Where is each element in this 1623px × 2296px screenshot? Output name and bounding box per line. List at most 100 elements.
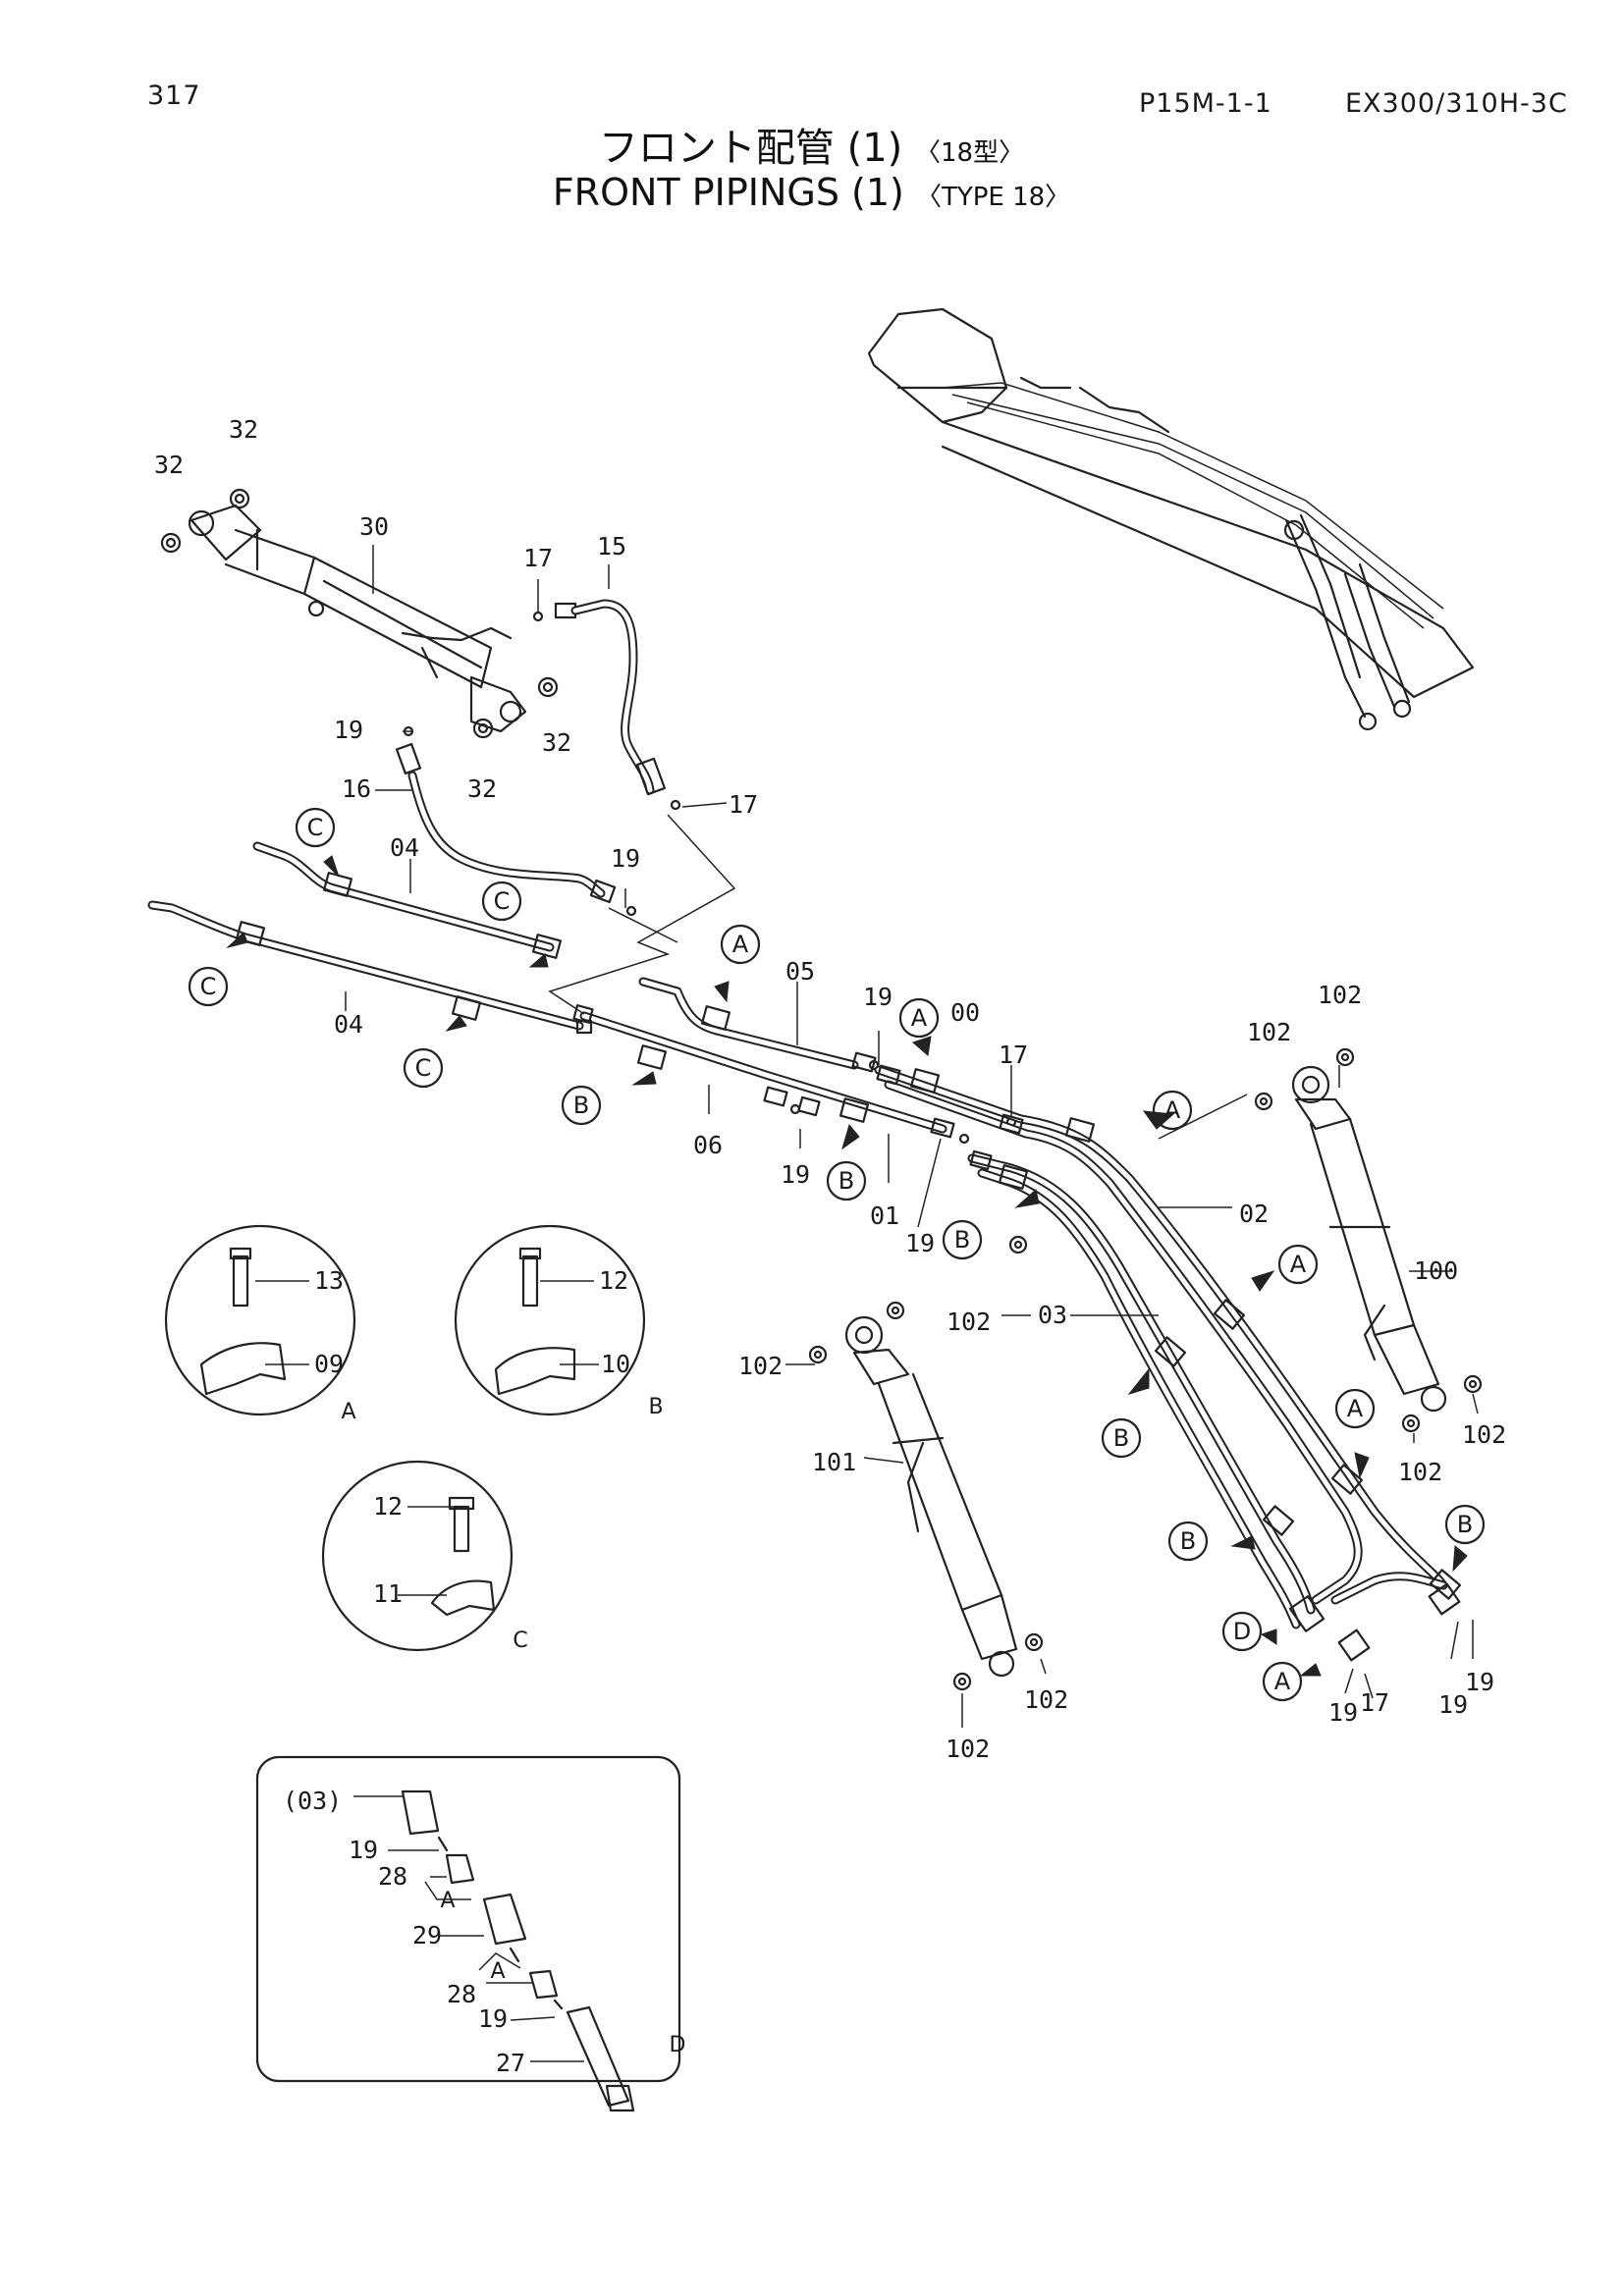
callout-b-3-text: B [954, 1226, 970, 1254]
label-13: 13 [314, 1266, 344, 1295]
detail-d-ref: (03) [283, 1787, 342, 1815]
pipe-04-lower [147, 900, 584, 1031]
label-17-a: 17 [523, 544, 553, 572]
label-102-c: 102 [947, 1308, 991, 1336]
pipe-05 [638, 977, 859, 1070]
leader-hose-16-route [608, 907, 678, 943]
cylinder-30 [188, 504, 527, 733]
callout-b-6: B [1444, 1504, 1486, 1545]
hose-15 [554, 599, 667, 796]
detail-c-letter: C [513, 1629, 527, 1653]
label-05: 05 [785, 957, 815, 986]
callout-a-5-text: A [1347, 1395, 1364, 1422]
callout-c-2-text: C [494, 887, 511, 915]
cylinder-101 [844, 1315, 1018, 1678]
label-00: 00 [950, 998, 980, 1027]
callout-b-1: B [561, 1085, 602, 1126]
label-30: 30 [359, 512, 389, 541]
part-code: P15M-1-1 [1139, 88, 1272, 119]
callout-a-3: A [1152, 1090, 1193, 1131]
label-19-h: 19 [1465, 1668, 1494, 1696]
callout-b-5: B [1167, 1521, 1209, 1562]
end-fittings [1288, 1582, 1461, 1662]
label-102-d: 102 [738, 1352, 783, 1380]
label-03: 03 [1038, 1301, 1067, 1329]
label-32-a: 32 [229, 415, 258, 444]
label-19-b: 19 [611, 844, 640, 873]
label-01: 01 [870, 1201, 899, 1230]
label-102-h: 102 [946, 1735, 990, 1763]
label-11: 11 [373, 1579, 403, 1608]
callout-a-4: A [1277, 1244, 1319, 1285]
leader-lines [255, 545, 1479, 2062]
detail-d-a-2: A [490, 1959, 505, 1984]
label-06: 06 [693, 1131, 723, 1159]
title-jp-main: フロント配管 (1) [598, 126, 903, 171]
pipe-01-03 [967, 1153, 1448, 1629]
label-102-b: 102 [1318, 981, 1362, 1009]
label-32-b: 32 [154, 451, 184, 479]
callout-d-1: D [1221, 1611, 1263, 1652]
label-19-e: 19 [905, 1229, 935, 1257]
callout-d-1-text: D [1233, 1618, 1251, 1645]
label-102-a: 102 [1247, 1018, 1291, 1046]
title-en-main: FRONT PIPINGS (1) [552, 171, 904, 214]
label-102-g: 102 [1024, 1685, 1068, 1714]
label-32-d: 32 [467, 774, 497, 803]
label-19-g: 19 [1438, 1690, 1468, 1719]
label-09: 09 [314, 1350, 344, 1378]
callout-a-2: A [898, 997, 940, 1039]
pipe-06 [579, 1011, 947, 1134]
callout-c-1: C [295, 807, 336, 848]
title-en-type: 〈TYPE 18〉 [915, 183, 1071, 212]
callout-c-2: C [481, 881, 522, 922]
cylinder-100 [1291, 1065, 1447, 1413]
detail-b-letter: B [648, 1395, 663, 1419]
detail-view-c [321, 1460, 514, 1652]
label-04-b: 04 [334, 1010, 363, 1039]
callout-b-2: B [826, 1160, 867, 1201]
callout-a-6-text: A [1274, 1668, 1291, 1695]
callout-arrows [226, 855, 1468, 1677]
title-jp-type: 〈18型〉 [915, 138, 1025, 168]
label-19-f: 19 [1328, 1698, 1358, 1727]
label-102-f: 102 [1398, 1458, 1442, 1486]
label-15: 15 [597, 532, 626, 561]
pipe-fittings [572, 1004, 1024, 1171]
title-english: FRONT PIPINGS (1) 〈TYPE 18〉 [0, 171, 1623, 214]
callout-c-4: C [403, 1047, 444, 1089]
label-02: 02 [1239, 1200, 1269, 1228]
callout-b-5-text: B [1180, 1527, 1196, 1555]
callout-b-4-text: B [1113, 1424, 1129, 1452]
title-japanese: フロント配管 (1) 〈18型〉 [0, 116, 1623, 173]
label-17-c: 17 [999, 1041, 1028, 1069]
callout-a-6: A [1262, 1661, 1303, 1702]
clamps [235, 872, 1462, 1600]
callout-a-4-text: A [1290, 1251, 1307, 1278]
nut-32 [160, 488, 559, 739]
label-32-c: 32 [542, 728, 571, 757]
label-17-d: 17 [1360, 1688, 1389, 1717]
label-29: 29 [412, 1921, 442, 1949]
label-19-i: 19 [349, 1836, 378, 1864]
detail-view-b [454, 1224, 646, 1416]
leader-hose-routing [548, 814, 736, 1015]
callout-b-1-text: B [573, 1092, 589, 1119]
callout-a-2-text: A [911, 1004, 928, 1032]
callout-c-4-text: C [415, 1054, 432, 1082]
callout-b-6-text: B [1457, 1511, 1473, 1538]
label-100: 100 [1414, 1256, 1458, 1285]
callout-b-2-text: B [839, 1167, 854, 1195]
label-04-a: 04 [390, 833, 419, 862]
detail-d-letter: D [670, 2033, 686, 2057]
hose-16 [395, 742, 617, 904]
label-101: 101 [812, 1448, 856, 1476]
callout-b-3: B [942, 1219, 983, 1260]
washer-102 [808, 1047, 1483, 1691]
callout-a-3-text: A [1164, 1096, 1181, 1124]
label-17-b: 17 [729, 790, 758, 819]
detail-a-letter: A [341, 1400, 355, 1424]
label-16: 16 [342, 774, 371, 803]
callout-a-5: A [1334, 1388, 1376, 1429]
